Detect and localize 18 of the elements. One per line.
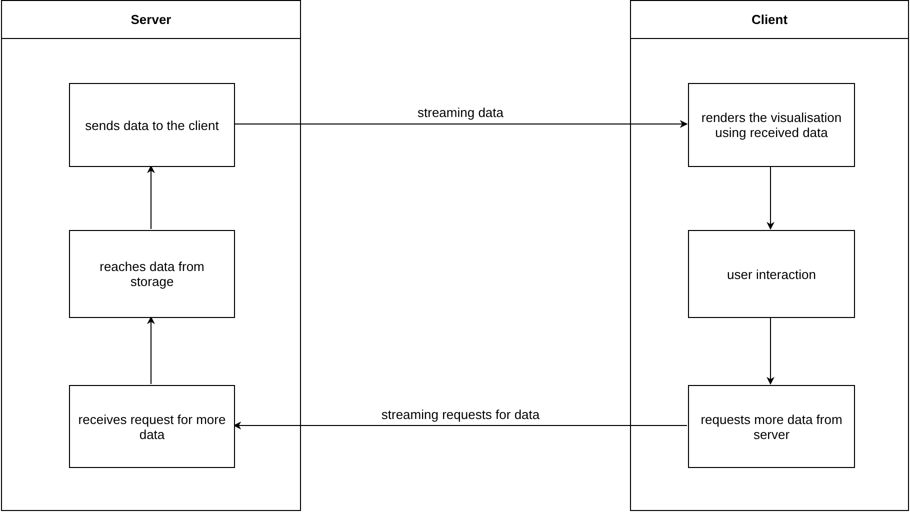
arrow [147, 316, 155, 384]
edge-label: streaming data [416, 105, 506, 120]
process-box: receives request for more data [69, 385, 235, 468]
swimlane [630, 0, 909, 511]
process-box: sends data to the client [69, 83, 235, 167]
lane-title: Server [130, 12, 172, 27]
process-box: requests more data from server [688, 385, 855, 468]
arrow [234, 120, 688, 128]
arrow [766, 316, 774, 385]
arrow [233, 422, 688, 430]
process-box: user interaction [688, 230, 855, 318]
process-box: reaches data from storage [69, 230, 235, 318]
arrow [766, 166, 774, 230]
process-box: renders the visualisation using received data [688, 83, 855, 167]
swimlane [1, 0, 301, 511]
edge-label: streaming requests for data [379, 406, 542, 422]
lane-title: Client [751, 12, 788, 27]
arrow [147, 165, 155, 230]
